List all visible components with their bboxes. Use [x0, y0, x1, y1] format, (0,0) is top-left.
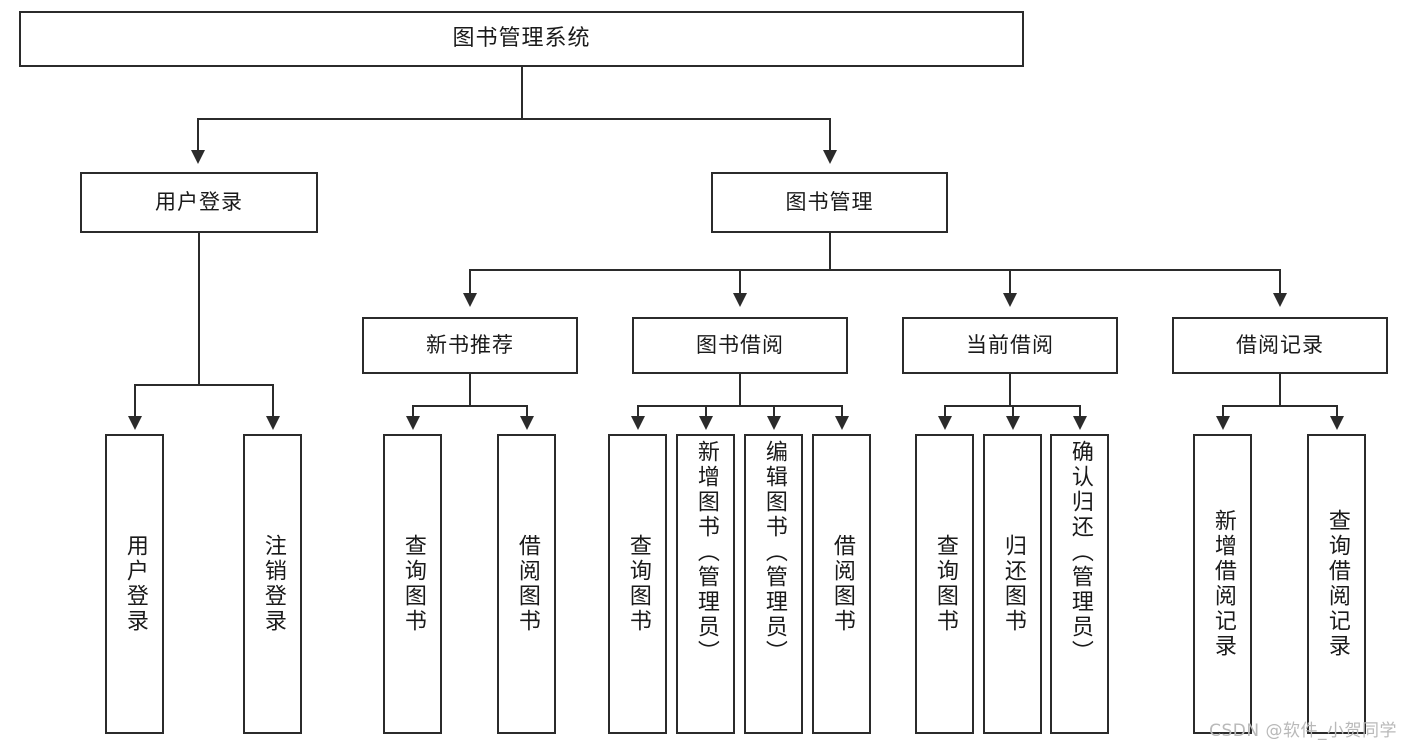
- node-图书借阅[interactable]: 图书借阅: [632, 317, 848, 374]
- connector-drop-新增借阅记录: [1222, 405, 1224, 418]
- connector-drop-查询借阅记录: [1336, 405, 1338, 418]
- connector-level3-bus: [469, 269, 1281, 271]
- node-label: 确认归还（管理员）: [1067, 440, 1093, 665]
- node-leaf-用户登录[interactable]: 用户登录: [105, 434, 164, 734]
- connector-借阅记录-bus: [1222, 405, 1338, 407]
- connector-level2-bus: [197, 118, 831, 120]
- node-leaf-借阅图书-2[interactable]: 借阅图书: [812, 434, 871, 734]
- connector-drop-查询图书-1: [412, 405, 414, 418]
- connector-drop-借阅图书-2: [841, 405, 843, 418]
- connector-新书推荐-bus: [412, 405, 528, 407]
- node-leaf-查询借阅记录[interactable]: 查询借阅记录: [1307, 434, 1366, 734]
- arrow-确认归还: [1073, 416, 1087, 430]
- node-label: 当前借阅: [966, 332, 1054, 357]
- arrow-user-login: [191, 150, 205, 164]
- arrow-借阅图书-1: [520, 416, 534, 430]
- connector-user-login-bus: [134, 384, 273, 386]
- node-新书推荐[interactable]: 新书推荐: [362, 317, 578, 374]
- arrow-查询图书-3: [938, 416, 952, 430]
- node-label: 借阅图书: [514, 534, 540, 634]
- node-leaf-借阅图书-1[interactable]: 借阅图书: [497, 434, 556, 734]
- node-借阅记录[interactable]: 借阅记录: [1172, 317, 1388, 374]
- connector-图书借阅-bus: [637, 405, 842, 407]
- node-图书管理[interactable]: 图书管理: [711, 172, 948, 233]
- arrow-图书借阅: [733, 293, 747, 307]
- connector-新书推荐-stem: [469, 374, 471, 406]
- node-leaf-查询图书-3[interactable]: 查询图书: [915, 434, 974, 734]
- node-label: 查询图书: [400, 534, 426, 634]
- node-label: 查询图书: [625, 534, 651, 634]
- node-label: 新书推荐: [426, 332, 514, 357]
- node-当前借阅[interactable]: 当前借阅: [902, 317, 1118, 374]
- arrow-新增图书: [699, 416, 713, 430]
- node-label: 图书管理: [785, 189, 874, 214]
- node-label: 用户登录: [155, 189, 243, 214]
- connector-root-stem: [521, 67, 523, 119]
- node-leaf-新增借阅记录[interactable]: 新增借阅记录: [1193, 434, 1252, 734]
- connector-drop-user-login: [197, 118, 199, 152]
- arrow-借阅记录: [1273, 293, 1287, 307]
- node-label: 新增图书（管理员）: [693, 440, 719, 665]
- connector-当前借阅-stem: [1009, 374, 1011, 406]
- connector-drop-当前借阅: [1009, 269, 1011, 295]
- connector-user-login-stem: [198, 233, 200, 385]
- arrow-借阅图书-2: [835, 416, 849, 430]
- connector-drop-确认归还: [1079, 405, 1081, 418]
- arrow-查询图书-2: [631, 416, 645, 430]
- arrow-新增借阅记录: [1216, 416, 1230, 430]
- node-root-图书管理系统[interactable]: 图书管理系统: [19, 11, 1024, 67]
- node-leaf-归还图书[interactable]: 归还图书: [983, 434, 1042, 734]
- connector-drop-图书借阅: [739, 269, 741, 295]
- node-label: 图书管理系统: [452, 25, 591, 51]
- arrow-当前借阅: [1003, 293, 1017, 307]
- node-leaf-编辑图书-管理员[interactable]: 编辑图书（管理员）: [744, 434, 803, 734]
- node-leaf-注销登录[interactable]: 注销登录: [243, 434, 302, 734]
- node-label: 用户登录: [122, 534, 148, 634]
- node-leaf-查询图书-2[interactable]: 查询图书: [608, 434, 667, 734]
- node-leaf-新增图书-管理员[interactable]: 新增图书（管理员）: [676, 434, 735, 734]
- node-label: 查询借阅记录: [1324, 509, 1350, 659]
- watermark: CSDN @软件_小贺同学: [1209, 721, 1397, 741]
- node-用户登录[interactable]: 用户登录: [80, 172, 318, 233]
- connector-drop-leaf-user-login: [134, 384, 136, 418]
- connector-图书借阅-stem: [739, 374, 741, 406]
- arrow-查询借阅记录: [1330, 416, 1344, 430]
- connector-drop-借阅图书-1: [526, 405, 528, 418]
- arrow-新书推荐: [463, 293, 477, 307]
- arrow-查询图书-1: [406, 416, 420, 430]
- node-leaf-确认归还-管理员[interactable]: 确认归还（管理员）: [1050, 434, 1109, 734]
- connector-借阅记录-stem: [1279, 374, 1281, 406]
- node-leaf-查询图书-1[interactable]: 查询图书: [383, 434, 442, 734]
- connector-drop-新增图书: [705, 405, 707, 418]
- connector-drop-查询图书-2: [637, 405, 639, 418]
- node-label: 查询图书: [932, 534, 958, 634]
- connector-book-manage-stem: [829, 233, 831, 270]
- connector-drop-归还图书: [1012, 405, 1014, 418]
- node-label: 注销登录: [260, 534, 286, 634]
- arrow-leaf-logout: [266, 416, 280, 430]
- node-label: 借阅图书: [829, 534, 855, 634]
- connector-drop-新书推荐: [469, 269, 471, 295]
- arrow-book-manage: [823, 150, 837, 164]
- connector-drop-book-manage: [829, 118, 831, 152]
- arrow-归还图书: [1006, 416, 1020, 430]
- arrow-leaf-user-login: [128, 416, 142, 430]
- connector-drop-编辑图书: [773, 405, 775, 418]
- connector-drop-借阅记录: [1279, 269, 1281, 295]
- arrow-编辑图书: [767, 416, 781, 430]
- connector-drop-查询图书-3: [944, 405, 946, 418]
- node-label: 借阅记录: [1236, 332, 1324, 357]
- node-label: 图书借阅: [696, 332, 784, 357]
- node-label: 新增借阅记录: [1210, 509, 1236, 659]
- node-label: 归还图书: [1000, 534, 1026, 634]
- connector-drop-leaf-logout: [272, 384, 274, 418]
- node-label: 编辑图书（管理员）: [761, 440, 787, 665]
